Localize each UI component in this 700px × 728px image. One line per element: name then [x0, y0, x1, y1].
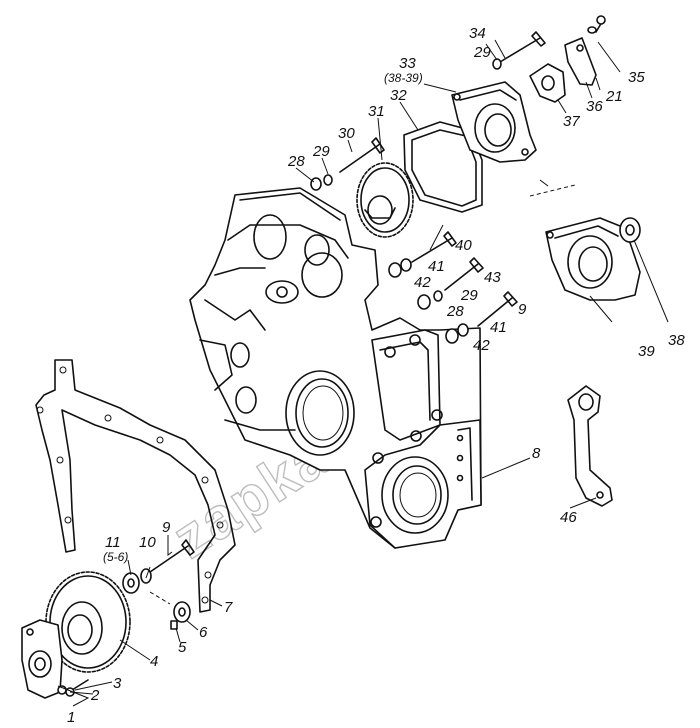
label-41-lower: 41	[490, 319, 507, 336]
label-35: 35	[628, 69, 645, 86]
label-28-mid: 28	[446, 303, 464, 320]
thrust-plate-11	[122, 572, 140, 594]
label-7: 7	[224, 599, 233, 616]
label-5: 5	[178, 639, 187, 656]
label-8: 8	[532, 445, 541, 462]
timing-gear-housing	[189, 187, 482, 549]
bolt-35	[587, 15, 606, 34]
label-46: 46	[560, 509, 577, 526]
label-42-lower: 42	[473, 337, 490, 354]
label-30: 30	[338, 125, 355, 142]
label-11: 11	[105, 534, 121, 551]
washer-29-top	[492, 58, 502, 70]
part-labels: 1 2 3 4 5 6 7 8 9 9 10 11 (5-6) 21 28 28…	[67, 25, 685, 726]
bolt-40	[411, 231, 457, 263]
label-4: 4	[150, 653, 158, 670]
label-34: 34	[469, 25, 486, 42]
label-40: 40	[455, 237, 472, 254]
washer-42-upper	[388, 262, 402, 278]
gear-cover-plate	[21, 619, 63, 699]
label-11-sub: (5-6)	[103, 550, 128, 564]
lifting-bracket	[567, 385, 613, 507]
label-6: 6	[199, 624, 208, 641]
label-1: 1	[67, 709, 75, 726]
washer-41-upper	[400, 258, 412, 272]
bolt-9-upper	[477, 291, 518, 327]
washer-42-lower	[445, 328, 459, 344]
pin-5	[170, 620, 178, 630]
label-31: 31	[368, 103, 385, 120]
housing-gasket	[35, 359, 236, 613]
right-drive-cover	[545, 217, 641, 301]
cover-gasket	[403, 121, 483, 213]
axle-6	[173, 601, 191, 623]
label-41-upper: 41	[428, 258, 445, 275]
label-36: 36	[586, 98, 603, 115]
washer-28-mid	[417, 294, 431, 310]
washer-28-left	[310, 177, 322, 191]
camshaft-gear	[356, 162, 414, 238]
label-29-left: 29	[312, 143, 330, 160]
label-29-top: 29	[473, 44, 491, 61]
label-2: 2	[90, 687, 100, 704]
washer-41-lower	[457, 323, 469, 337]
bolt-30	[339, 137, 385, 173]
label-9-upper: 9	[518, 301, 527, 318]
leader-lines	[57, 39, 669, 707]
label-33: 33	[399, 55, 416, 72]
washer-29-mid	[433, 290, 443, 302]
bracket-36	[564, 37, 597, 86]
label-21: 21	[605, 88, 623, 105]
cover-plate-37	[529, 63, 566, 103]
label-39: 39	[638, 343, 655, 360]
label-28-left: 28	[287, 153, 305, 170]
washer-10	[140, 568, 152, 584]
label-37: 37	[563, 113, 580, 130]
bolt-34	[499, 31, 546, 63]
label-9-lower: 9	[162, 519, 171, 536]
label-42-upper: 42	[414, 274, 431, 291]
bearing-38	[619, 217, 641, 243]
label-38: 38	[668, 332, 685, 349]
label-43: 43	[484, 269, 501, 286]
label-32: 32	[390, 87, 407, 104]
label-3: 3	[113, 675, 122, 692]
label-29-mid: 29	[460, 287, 478, 304]
drive-housing-cover	[451, 81, 537, 163]
bolt-43	[444, 257, 484, 291]
bolt-9-lower	[149, 539, 195, 573]
label-33-sub: (38-39)	[384, 71, 423, 85]
washer-29-left	[323, 174, 333, 186]
label-10: 10	[139, 534, 156, 551]
